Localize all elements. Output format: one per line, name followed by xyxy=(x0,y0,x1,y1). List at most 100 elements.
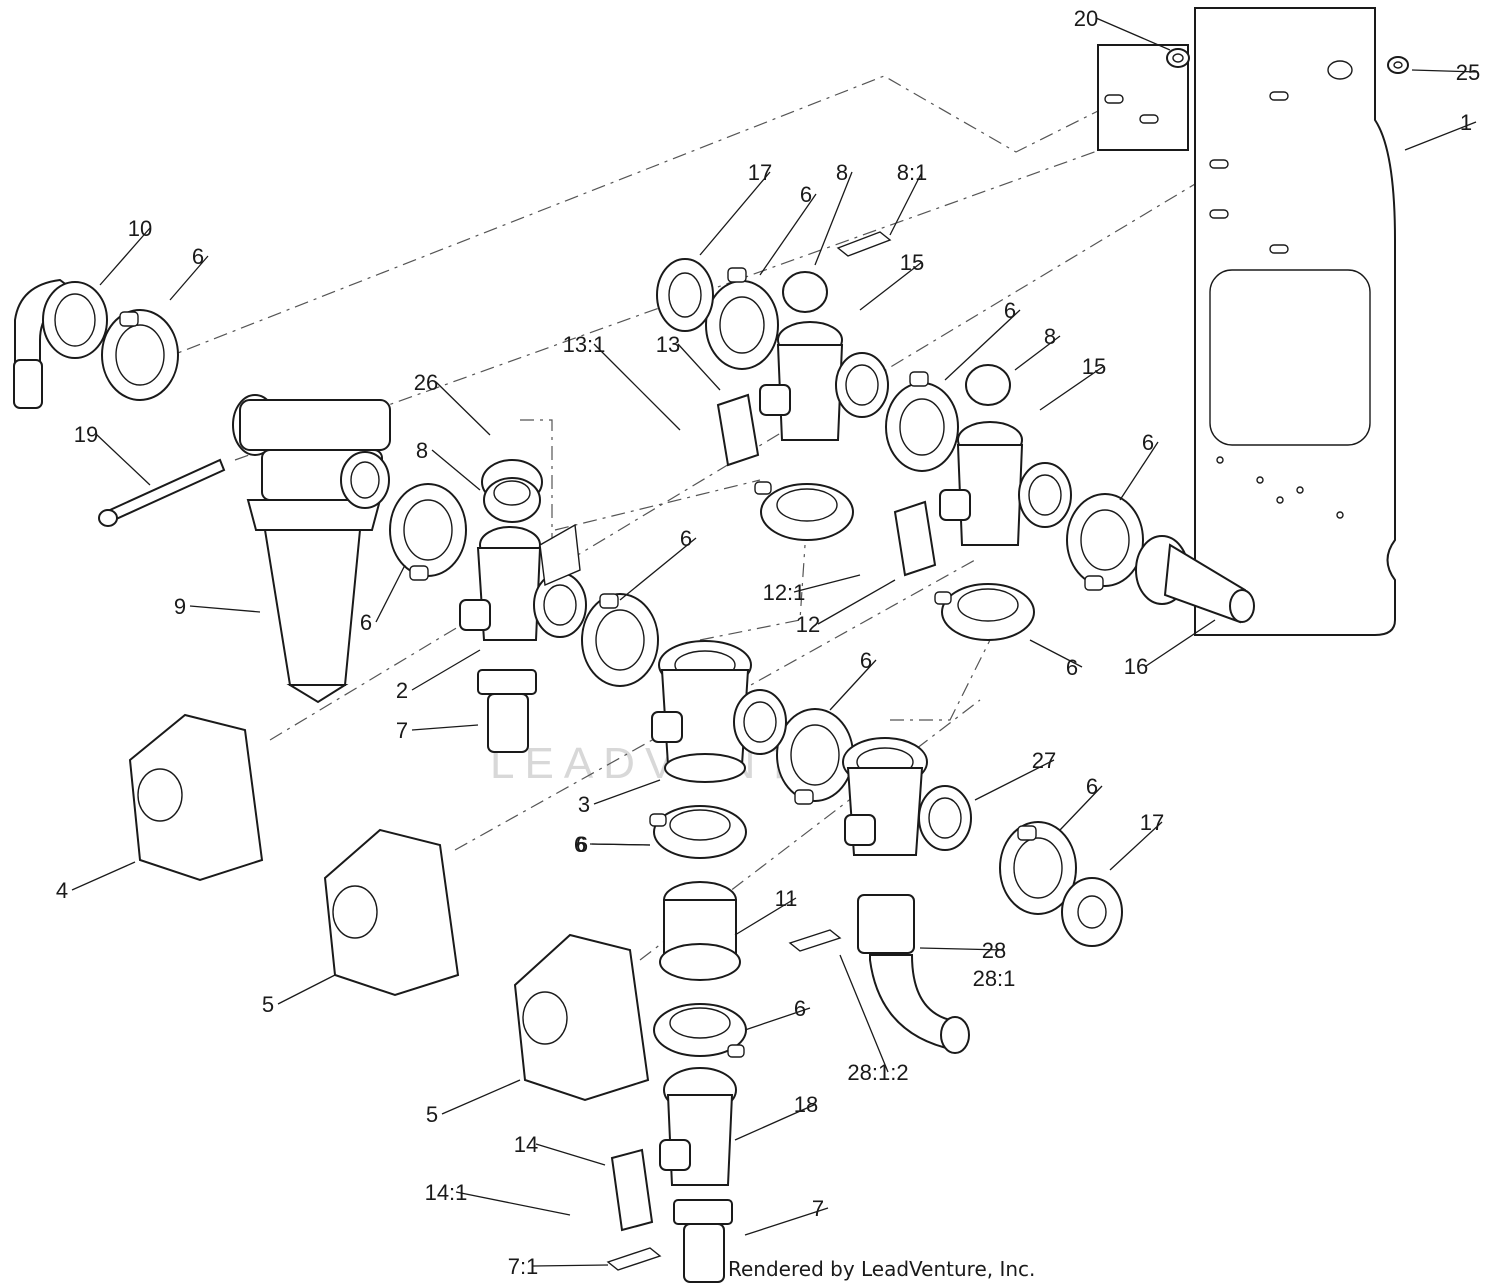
nut-25 xyxy=(1387,56,1409,74)
callout-8a: 8 xyxy=(836,160,848,185)
callout-28_1: 28:1 xyxy=(973,966,1016,991)
callout-12: 12 xyxy=(796,612,820,637)
clamp-ring-group xyxy=(101,267,1144,1058)
callout-6f: 6 xyxy=(1142,430,1154,455)
clamp-ring xyxy=(581,593,659,687)
callout-20: 20 xyxy=(1074,6,1098,31)
leader-line xyxy=(277,974,336,1005)
leader-line xyxy=(411,724,479,731)
leader-line xyxy=(814,171,853,266)
leader-line xyxy=(1059,785,1103,831)
callout-6i: 6 xyxy=(576,832,588,857)
callout-26: 26 xyxy=(414,370,438,395)
callout-1: 1 xyxy=(1460,110,1472,135)
clamp-ring xyxy=(653,1003,747,1058)
callout-9: 9 xyxy=(174,594,186,619)
callout-6l: 6 xyxy=(574,832,586,857)
leader-line xyxy=(1109,821,1163,871)
leader-line xyxy=(1014,335,1061,371)
nut-20 xyxy=(1166,48,1190,68)
leader-line xyxy=(744,1007,811,1031)
clamp-ring xyxy=(999,821,1077,915)
leader-line xyxy=(411,649,481,691)
leader-line xyxy=(699,171,771,256)
leader-line xyxy=(189,605,261,613)
clamp-ring xyxy=(1066,493,1144,591)
callout-16: 16 xyxy=(1124,654,1148,679)
clip xyxy=(788,929,842,952)
valve-body-3 xyxy=(651,640,787,783)
leader-line xyxy=(455,1191,571,1216)
callout-27: 27 xyxy=(1032,748,1056,773)
leader-line xyxy=(974,759,1055,801)
leader-line xyxy=(1145,619,1216,667)
clamp-ring xyxy=(389,483,467,581)
elbow-fitting xyxy=(13,278,108,409)
clamp-ring xyxy=(101,309,179,401)
leader-line xyxy=(859,261,923,311)
valve-body-18 xyxy=(659,1067,737,1186)
leader-line xyxy=(589,843,651,846)
callout-5b: 5 xyxy=(426,1102,438,1127)
callout-12_1: 12:1 xyxy=(763,580,806,605)
callout-6c: 6 xyxy=(360,610,372,635)
leader-line xyxy=(889,171,923,236)
callout-11: 11 xyxy=(775,886,798,911)
gasket xyxy=(656,258,714,332)
clamp-ring xyxy=(649,805,747,859)
leader-line xyxy=(375,564,406,623)
callout-13_1: 13:1 xyxy=(563,332,606,357)
cover xyxy=(323,828,460,997)
callout-6b: 6 xyxy=(800,182,812,207)
valve-handle xyxy=(893,500,937,577)
leader-line xyxy=(817,579,896,625)
leader-line xyxy=(1039,365,1105,411)
callout-6d: 6 xyxy=(680,526,692,551)
callout-14: 14 xyxy=(514,1132,538,1157)
leader-line xyxy=(1119,441,1159,501)
callout-28_1_2: 28:1:2 xyxy=(847,1060,908,1085)
clamp-ring xyxy=(776,708,854,805)
leader-line xyxy=(734,1103,817,1141)
strainer xyxy=(232,394,391,704)
callout-7a: 7 xyxy=(396,718,408,743)
valve-body-upper xyxy=(759,271,889,441)
leader-line xyxy=(435,381,491,436)
leader-line xyxy=(95,433,151,486)
callout-14_1: 14:1 xyxy=(425,1180,468,1205)
spacer xyxy=(659,881,741,981)
clamp-ring xyxy=(754,481,854,541)
leader-line xyxy=(593,779,661,805)
leader-line xyxy=(1095,17,1171,51)
cover xyxy=(513,933,650,1102)
clamp-ring xyxy=(705,267,779,370)
valve-handle xyxy=(716,393,760,467)
leader-line xyxy=(431,449,481,491)
callout-10: 10 xyxy=(128,216,152,241)
clip xyxy=(606,1247,662,1271)
valve-body-right xyxy=(939,364,1072,546)
clip xyxy=(836,231,892,257)
callout-7b: 7 xyxy=(812,1196,824,1221)
callout-15b: 15 xyxy=(1082,354,1106,379)
callout-17a: 17 xyxy=(748,160,772,185)
callout-6e: 6 xyxy=(1004,298,1016,323)
leader-line xyxy=(744,1207,829,1236)
cover xyxy=(128,713,264,882)
clamp-ring xyxy=(934,583,1035,641)
callout-labels: 123455666666666666777:18888:1910111212:1… xyxy=(56,6,1480,1279)
leader-line xyxy=(829,659,877,711)
leader-line xyxy=(759,193,817,276)
callout-8_1: 8:1 xyxy=(897,160,928,185)
valve-handle xyxy=(610,1148,654,1232)
leader-line xyxy=(839,954,889,1073)
tail-piece xyxy=(1135,535,1255,624)
callout-6g: 6 xyxy=(1066,655,1078,680)
callout-4: 4 xyxy=(56,878,68,903)
callout-17b: 17 xyxy=(1140,810,1164,835)
leader-line xyxy=(169,255,209,301)
leader-line xyxy=(593,343,681,431)
leader-line xyxy=(944,309,1021,381)
